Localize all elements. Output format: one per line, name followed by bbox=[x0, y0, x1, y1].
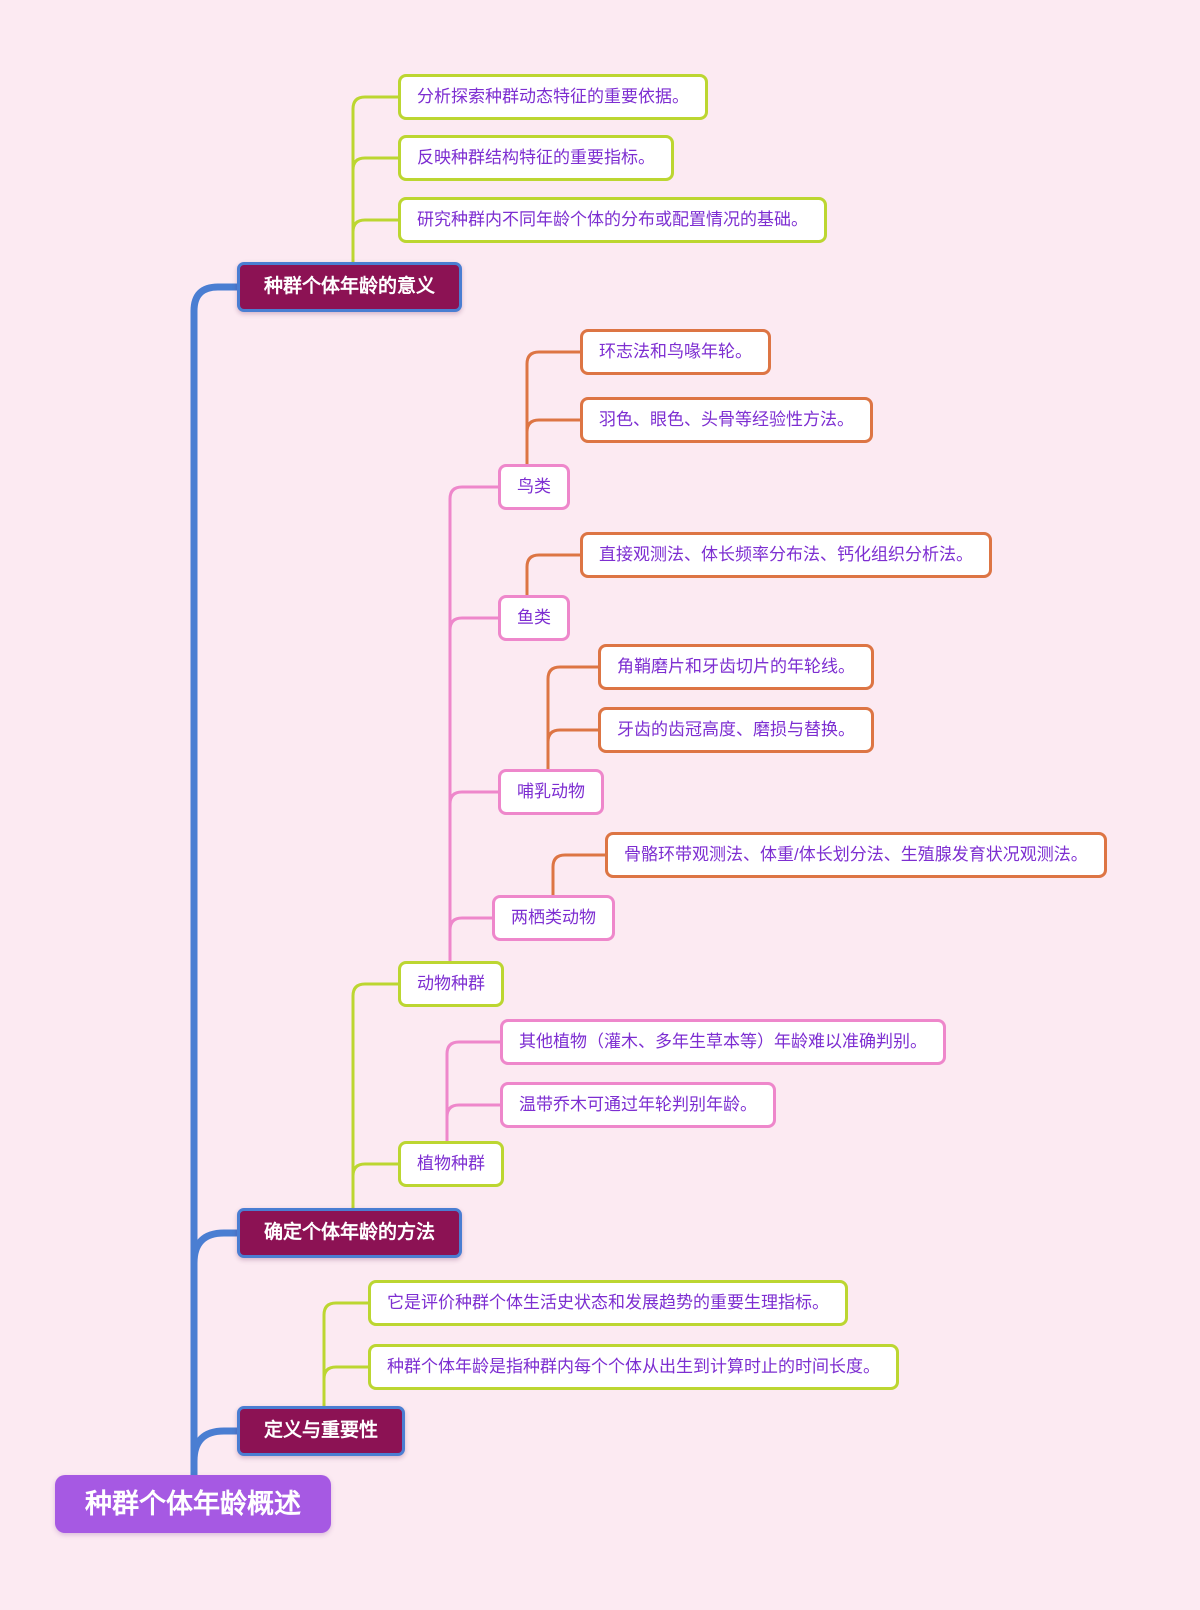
amphibians-connectors bbox=[551, 853, 607, 900]
plant-group-connectors bbox=[445, 1040, 502, 1146]
definition-leaf-1[interactable]: 它是评价种群个体生活史状态和发展趋势的重要生理指标。 bbox=[368, 1280, 848, 1326]
trunk-connector bbox=[190, 283, 241, 1479]
sub-mammals-node[interactable]: 哺乳动物 bbox=[498, 769, 604, 815]
definition-leaf-2[interactable]: 种群个体年龄是指种群内每个个体从出生到计算时止的时间长度。 bbox=[368, 1344, 899, 1390]
amphibians-leaf-1[interactable]: 骨骼环带观测法、体重/体长划分法、生殖腺发育状况观测法。 bbox=[605, 832, 1107, 878]
sub-amphibians-node[interactable]: 两栖类动物 bbox=[492, 895, 615, 941]
meaning-leaf-3[interactable]: 研究种群内不同年龄个体的分布或配置情况的基础。 bbox=[398, 197, 827, 243]
animal-group-connectors bbox=[448, 485, 500, 966]
mammals-connectors bbox=[546, 665, 600, 774]
birds-connectors bbox=[525, 350, 582, 469]
fish-connectors bbox=[525, 553, 582, 600]
branch-meaning-node[interactable]: 种群个体年龄的意义 bbox=[237, 262, 463, 312]
meaning-branch-connectors bbox=[351, 95, 400, 267]
fish-leaf-1[interactable]: 直接观测法、体长频率分布法、钙化组织分析法。 bbox=[580, 532, 992, 578]
meaning-leaf-2[interactable]: 反映种群结构特征的重要指标。 bbox=[398, 135, 674, 181]
branch-definition-node[interactable]: 定义与重要性 bbox=[237, 1406, 406, 1456]
branch-methods-node[interactable]: 确定个体年龄的方法 bbox=[237, 1208, 463, 1258]
definition-branch-connectors bbox=[322, 1301, 370, 1411]
mammals-leaf-1[interactable]: 角鞘磨片和牙齿切片的年轮线。 bbox=[598, 644, 874, 690]
group-animal-node[interactable]: 动物种群 bbox=[398, 961, 504, 1007]
birds-leaf-2[interactable]: 羽色、眼色、头骨等经验性方法。 bbox=[580, 397, 873, 443]
sub-fish-node[interactable]: 鱼类 bbox=[498, 595, 570, 641]
meaning-leaf-1[interactable]: 分析探索种群动态特征的重要依据。 bbox=[398, 74, 708, 120]
plant-leaf-2[interactable]: 温带乔木可通过年轮判别年龄。 bbox=[500, 1082, 776, 1128]
sub-birds-node[interactable]: 鸟类 bbox=[498, 464, 570, 510]
plant-leaf-1[interactable]: 其他植物（灌木、多年生草本等）年龄难以准确判别。 bbox=[500, 1019, 946, 1065]
root-node[interactable]: 种群个体年龄概述 bbox=[55, 1475, 331, 1533]
group-plant-node[interactable]: 植物种群 bbox=[398, 1141, 504, 1187]
methods-branch-connectors bbox=[351, 982, 400, 1213]
birds-leaf-1[interactable]: 环志法和鸟喙年轮。 bbox=[580, 329, 771, 375]
mammals-leaf-2[interactable]: 牙齿的齿冠高度、磨损与替换。 bbox=[598, 707, 874, 753]
